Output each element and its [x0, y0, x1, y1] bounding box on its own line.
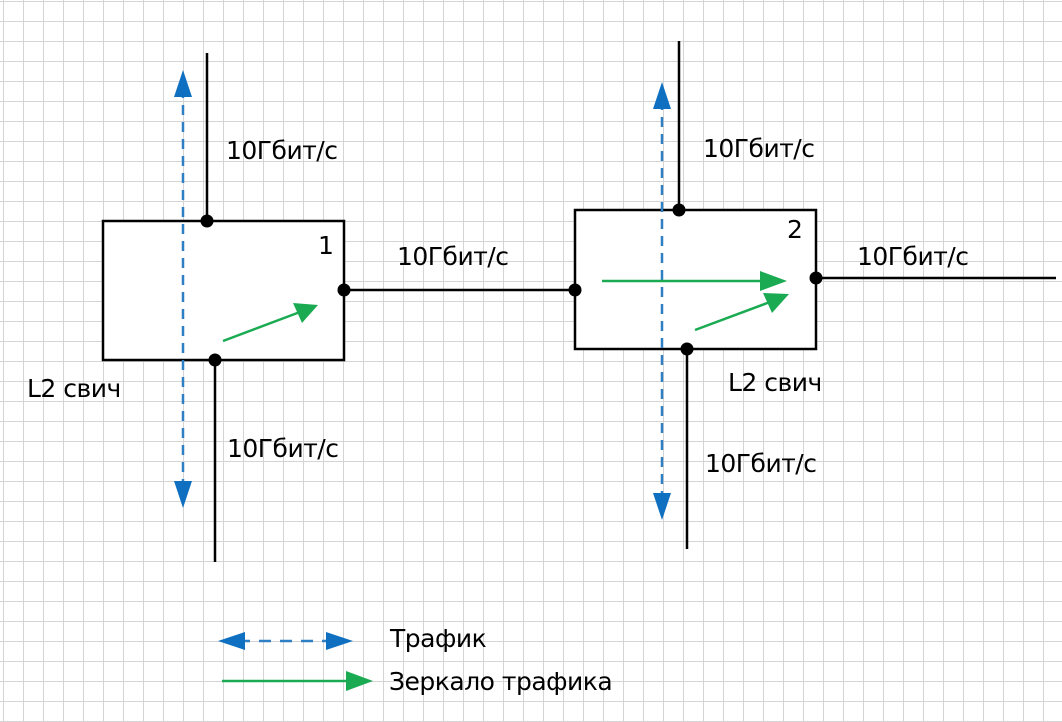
switch-1-traffic-down-head — [174, 481, 192, 508]
switch-1-traffic-up-head — [174, 70, 192, 97]
inter-switch-speed: 10Гбит/с — [397, 242, 509, 271]
legend-traffic-right-head — [326, 632, 353, 650]
switch-1-bottom-speed: 10Гбит/с — [227, 434, 339, 463]
switch-1-box — [101, 219, 346, 362]
switch-2-top-port — [672, 203, 686, 217]
switch-1-top-speed: 10Гбит/с — [226, 136, 338, 165]
switch-2-right-port — [809, 271, 823, 285]
switch-1-right-port — [337, 283, 351, 297]
switch-1-number: 1 — [318, 231, 334, 260]
switch-2-bottom-port — [680, 342, 694, 356]
legend-mirror-head — [346, 671, 373, 691]
switch-1-bottom-port — [208, 353, 222, 367]
switch-2-mirror-transit-head — [760, 271, 787, 291]
legend-traffic-left-head — [218, 632, 245, 650]
switch-2-traffic-down-head — [653, 493, 671, 520]
legend-mirror-label: Зеркало трафика — [389, 667, 613, 696]
switch-2-mirror-local-arrow — [694, 300, 771, 332]
switch-1-type-label: L2 свич — [27, 374, 121, 403]
legend-traffic-label: Трафик — [390, 624, 487, 653]
switch-2-mirror-local-head — [763, 293, 789, 313]
switch-2-traffic-up-head — [653, 82, 671, 109]
switch-2-left-port — [568, 283, 582, 297]
switch-1-mirror-arrow — [222, 310, 301, 343]
switch-2-number: 2 — [787, 215, 803, 244]
switch-1-mirror-head — [293, 303, 318, 323]
switch-2-bottom-speed: 10Гбит/с — [705, 449, 817, 478]
switch-2-right-speed: 10Гбит/с — [857, 242, 969, 271]
switch-2-type-label: L2 свич — [728, 368, 822, 397]
switch-2-top-speed: 10Гбит/с — [703, 134, 815, 163]
switch-1-top-port — [200, 214, 214, 228]
